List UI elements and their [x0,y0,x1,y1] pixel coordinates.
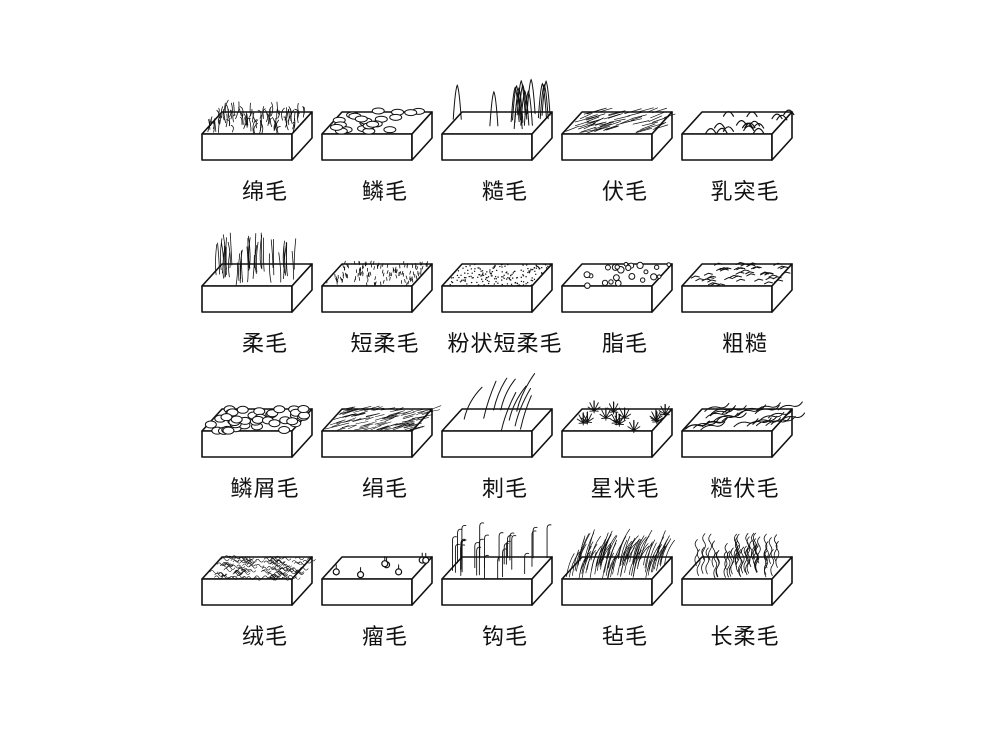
villous-hair-icon [681,532,793,606]
sericeous-hair-icon [321,405,442,458]
specimen-felted-hair: 毡毛 [560,528,690,673]
lepidote-hair-icon [201,405,313,458]
specimen-label: 粗糙 [721,332,768,357]
specimen-cottony-hair: 绵毛 [200,88,330,228]
specimen-label: 刺毛 [481,477,528,502]
specimen-tomentose-hair: 绒毛 [200,533,330,673]
felted-hair-icon [561,528,675,606]
specimen-stellate-hair: 星状毛 [560,385,690,525]
specimen-label: 绒毛 [241,625,288,650]
specimen-lepidote-hair: 鳞屑毛 [200,385,330,525]
puberulent-hair-icon [321,260,433,313]
specimen-uncinate-hair: 钩毛 [440,522,570,673]
strigose-hair-icon [681,401,806,458]
specimen-pilose-hair: 柔毛 [200,232,330,380]
pilose-hair-icon [201,232,313,313]
specimen-label: 长柔毛 [710,625,780,650]
specimen-appressed-hair: 伏毛 [560,88,690,228]
specimen-tuberculate-hair: 瘤毛 [320,533,450,673]
farinose-puberulent-icon [441,263,553,313]
specimen-strigose-hair: 糙伏毛 [680,385,810,525]
specimen-label: 短柔毛 [350,332,420,357]
stellate-hair-icon [561,400,673,458]
specimen-label: 星状毛 [590,477,660,502]
specimen-label: 糙毛 [481,180,528,205]
uncinate-hair-icon [441,522,553,606]
cottony-hair-icon [201,99,313,161]
specimen-label: 鳞屑毛 [230,477,300,502]
specimen-papillose-hair: 乳突毛 [680,88,810,228]
glandular-hair-icon [561,261,673,313]
tomentose-hair-icon [201,555,316,606]
specimen-farinose-puberulent: 粉状短柔毛 [440,240,570,380]
specimen-label: 乳突毛 [710,180,780,205]
specimen-label: 脂毛 [601,332,648,357]
specimen-scabrous-surface: 粗糙 [680,240,810,380]
specimen-label: 瘤毛 [361,625,408,650]
scabrous-surface-icon [681,261,793,313]
specimen-label: 柔毛 [241,332,288,357]
specimen-label: 糙伏毛 [710,477,780,502]
specimen-label: 粉状短柔毛 [447,332,563,357]
specimen-glandular-hair: 脂毛 [560,240,690,380]
specimen-label: 毡毛 [601,625,648,650]
papillose-hair-icon [681,109,795,161]
appressed-hair-icon [561,107,676,161]
specimen-label: 钩毛 [481,625,528,650]
tuberculate-hair-icon [321,552,433,606]
specimen-label: 绵毛 [241,180,288,205]
specimen-scaly-hair: 鳞毛 [320,88,450,228]
specimen-label: 绢毛 [361,477,408,502]
specimen-label: 伏毛 [601,180,648,205]
scaly-hair-icon [321,107,433,161]
setose-hair-icon [441,373,553,458]
specimen-puberulent-hair: 短柔毛 [320,240,450,380]
specimen-label: 鳞毛 [361,180,408,205]
specimen-scabrous-hair: 糙毛 [440,78,570,228]
specimen-villous-hair: 长柔毛 [680,532,810,673]
scabrous-hair-icon [441,78,553,161]
specimen-sericeous-hair: 绢毛 [320,385,450,525]
specimen-setose-hair: 刺毛 [440,373,570,525]
